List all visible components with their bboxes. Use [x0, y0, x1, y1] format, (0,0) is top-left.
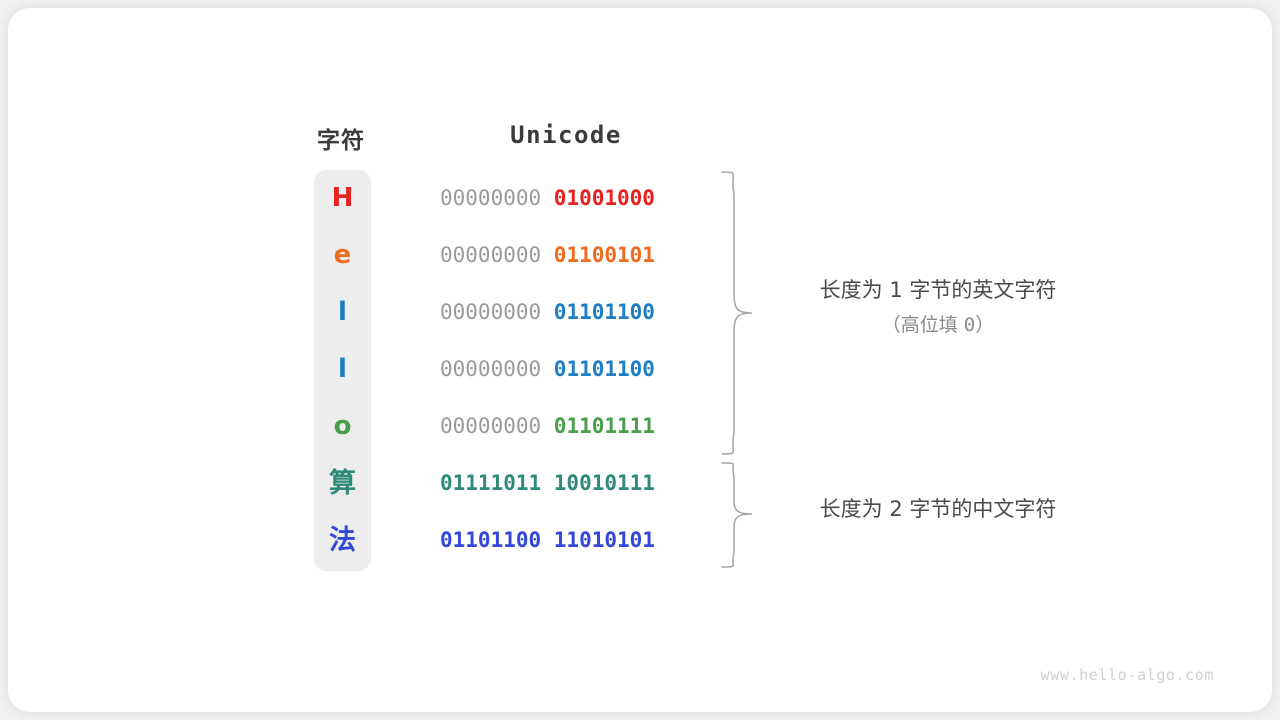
- binary-low-byte: 01111011 10010111: [440, 471, 655, 495]
- binary-row: 00000000 01101100: [440, 284, 692, 341]
- binary-high-byte: 00000000: [440, 243, 554, 267]
- annotation-ascii-zero: 0: [963, 314, 976, 336]
- character-cell: 法: [329, 525, 356, 556]
- watermark-url: www.hello-algo.com: [1040, 666, 1214, 684]
- binary-row: 00000000 01001000: [440, 170, 692, 227]
- column-header-character: 字符: [317, 128, 365, 154]
- character-cell: 算: [329, 468, 356, 499]
- binary-high-byte: 00000000: [440, 414, 554, 438]
- character-cell: o: [333, 411, 352, 441]
- annotation-ascii: 长度为 1 字节的英文字符 （高位填 0）: [783, 272, 1093, 342]
- brace-cjk-group: [721, 462, 753, 568]
- column-header-unicode: Unicode: [510, 121, 622, 149]
- binary-row: 00000000 01101100: [440, 341, 692, 398]
- binary-low-byte: 01101100 11010101: [440, 528, 655, 552]
- character-cell: l: [338, 297, 347, 327]
- annotation-ascii-paren-open: （高位填: [881, 314, 964, 336]
- binary-row: 01111011 10010111: [440, 455, 692, 512]
- binary-low-byte: 01100101: [553, 243, 655, 267]
- annotation-cjk-line1: 长度为 2 字节的中文字符: [819, 497, 1057, 521]
- character-cell: l: [338, 354, 347, 384]
- binary-row: 00000000 01100101: [440, 227, 692, 284]
- annotation-cjk: 长度为 2 字节的中文字符: [783, 491, 1093, 527]
- character-column: [314, 170, 371, 571]
- binary-high-byte: 00000000: [440, 357, 554, 381]
- binary-high-byte: 00000000: [440, 186, 554, 210]
- binary-row: 01101100 11010101: [440, 512, 692, 569]
- binary-low-byte: 01101100: [553, 300, 655, 324]
- character-cell: e: [333, 240, 352, 270]
- binary-row: 00000000 01101111: [440, 398, 692, 455]
- annotation-ascii-paren-close: ）: [975, 314, 995, 336]
- character-cell: H: [331, 183, 354, 213]
- annotation-ascii-line1: 长度为 1 字节的英文字符: [819, 278, 1057, 302]
- annotation-ascii-line2: （高位填 0）: [783, 308, 1093, 342]
- binary-low-byte: 01101111: [553, 414, 655, 438]
- binary-low-byte: 01101100: [553, 357, 655, 381]
- binary-low-byte: 01001000: [553, 186, 655, 210]
- brace-ascii-group: [721, 171, 753, 455]
- binary-high-byte: 00000000: [440, 300, 554, 324]
